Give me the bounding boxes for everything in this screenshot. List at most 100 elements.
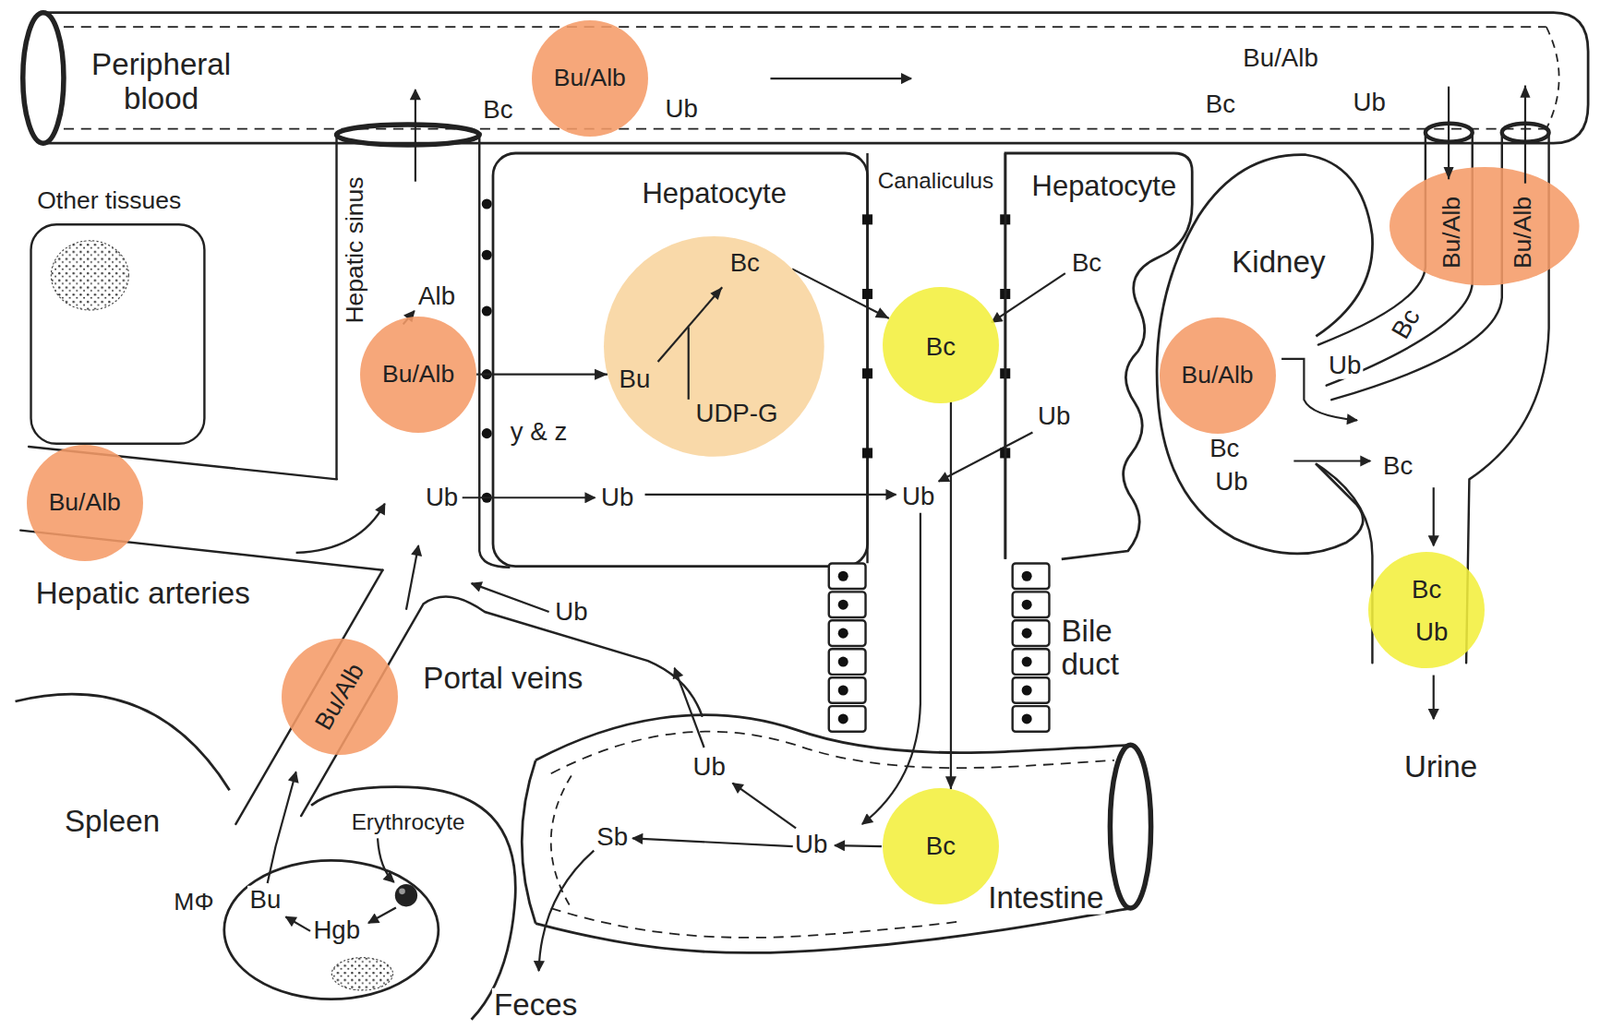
filled-ellipse	[1389, 167, 1580, 286]
circle-label: Bu/Alb	[552, 64, 628, 92]
flow-arrow	[377, 838, 395, 883]
arrow-head	[1520, 85, 1531, 98]
duct-cell	[828, 591, 866, 618]
erythrocyte-symbol	[395, 884, 418, 907]
flow-arrow	[769, 77, 911, 80]
carrier-dot	[481, 250, 493, 261]
annotation-label: Bc	[1385, 302, 1427, 347]
duct-cell	[828, 677, 866, 704]
duct-cell	[1011, 706, 1049, 733]
flow-arrow	[296, 504, 385, 554]
cofactor-line	[687, 327, 690, 400]
structure-label: Hepatic sinus	[341, 174, 369, 325]
annotation-label: Ub	[663, 95, 700, 123]
intestine-wall	[535, 714, 1131, 760]
flow-arrow	[1447, 86, 1450, 181]
duct-cell	[1011, 649, 1049, 675]
annotation-label: Ub	[900, 482, 937, 511]
filled-circle	[26, 445, 144, 562]
arrow-head	[945, 776, 957, 790]
structure-label: Other tissues	[35, 187, 183, 215]
circle-label: UDP-G	[693, 398, 780, 427]
annotation-label: Erythrocyte	[349, 809, 468, 835]
flow-arrow	[1432, 487, 1435, 546]
junction-square	[862, 288, 873, 300]
tissue-box-shape	[25, 183, 210, 449]
structure-label: Peripheral blood	[72, 48, 251, 116]
vessel-walls	[20, 132, 1549, 825]
bile-duct: Bile duct	[821, 559, 1149, 738]
circle-label: Bu/Alb	[380, 360, 457, 388]
duct-nucleus	[837, 599, 848, 610]
flow-arrow	[674, 668, 705, 748]
duct-nucleus	[1021, 570, 1032, 581]
macrophage: MΦ	[168, 856, 444, 1005]
flow-arrow	[862, 513, 921, 825]
filled-circle	[281, 638, 398, 756]
circle-label: Bu/Alb	[47, 489, 123, 517]
renal-vessel-wall	[1326, 132, 1473, 386]
annotation-label: Bu/Alb	[1240, 44, 1320, 73]
conjugation-circle: BcBuUDP-G	[603, 236, 825, 458]
intestine-wall	[521, 759, 536, 924]
intestine-inner-line	[551, 775, 572, 909]
arrow-head	[710, 288, 723, 301]
duct-nucleus	[1021, 685, 1032, 696]
duct-nucleus	[837, 685, 848, 696]
spleen-outline	[311, 787, 516, 1021]
carrier-dot	[481, 428, 493, 439]
complex-circle: Bu/Alb	[281, 638, 398, 756]
annotation-label: Bc	[1207, 434, 1241, 463]
sinus-vessel: Hepatic sinusBu/Alb	[331, 124, 485, 559]
junction-square	[862, 368, 873, 379]
connector-group	[945, 402, 957, 791]
annotation-label: Hepatic arteries	[34, 577, 253, 611]
annotation-label: Ub	[1351, 87, 1388, 116]
sinus-opening	[336, 124, 481, 145]
vessel-outline	[42, 12, 1588, 143]
annotation-label: Bu	[247, 886, 283, 915]
flow-arrow	[462, 496, 596, 499]
cell-outline	[493, 153, 868, 567]
filled-circle	[882, 788, 999, 905]
duct-nucleus	[1021, 599, 1032, 610]
complex-circle: Bu/Alb	[1159, 317, 1276, 434]
filled-circle	[603, 236, 825, 458]
junction-square	[862, 214, 873, 225]
circle-label: Bu	[617, 365, 653, 394]
connector-group	[476, 369, 608, 381]
circle-label: Bu/Alb	[1438, 194, 1466, 271]
duct-cell	[1011, 677, 1049, 704]
annotation-label: Ub	[423, 483, 460, 512]
flow-arrows	[267, 78, 1434, 972]
annotation-label: Bc	[1381, 452, 1415, 481]
structure-label: Spleen	[62, 804, 162, 838]
annotation-label: Hgb	[311, 916, 362, 945]
flow-arrow	[471, 583, 550, 613]
flow-arrow	[1432, 675, 1435, 721]
annotation-label: Portal veins	[421, 661, 585, 696]
vessel-inner-line	[63, 25, 1547, 28]
vessel-inner-line	[1545, 26, 1559, 130]
flow-arrow	[1524, 85, 1527, 184]
sinus-wall	[335, 134, 337, 481]
conjugate-circle: Bc	[882, 788, 999, 905]
organ-outline-shape	[10, 662, 531, 1025]
blood-vessel-tube: Peripheral blood Bu/Alb	[15, 5, 1598, 151]
complex-ellipse: Bu/AlbBu/Alb	[1389, 167, 1580, 286]
filled-circle	[531, 20, 649, 137]
flow-connector	[950, 402, 952, 791]
arrow-head	[594, 369, 608, 381]
conjugate-circle: Bc	[882, 287, 999, 404]
carrier-dots	[481, 198, 493, 503]
flow-arrow	[834, 845, 882, 847]
spleen-outline	[15, 695, 230, 792]
conjugate-circle-shape	[1368, 552, 1485, 669]
flow-arrow	[938, 433, 1034, 482]
duct-cell	[828, 649, 866, 675]
duct-nucleus	[837, 713, 848, 724]
vessel-opening	[22, 12, 63, 143]
